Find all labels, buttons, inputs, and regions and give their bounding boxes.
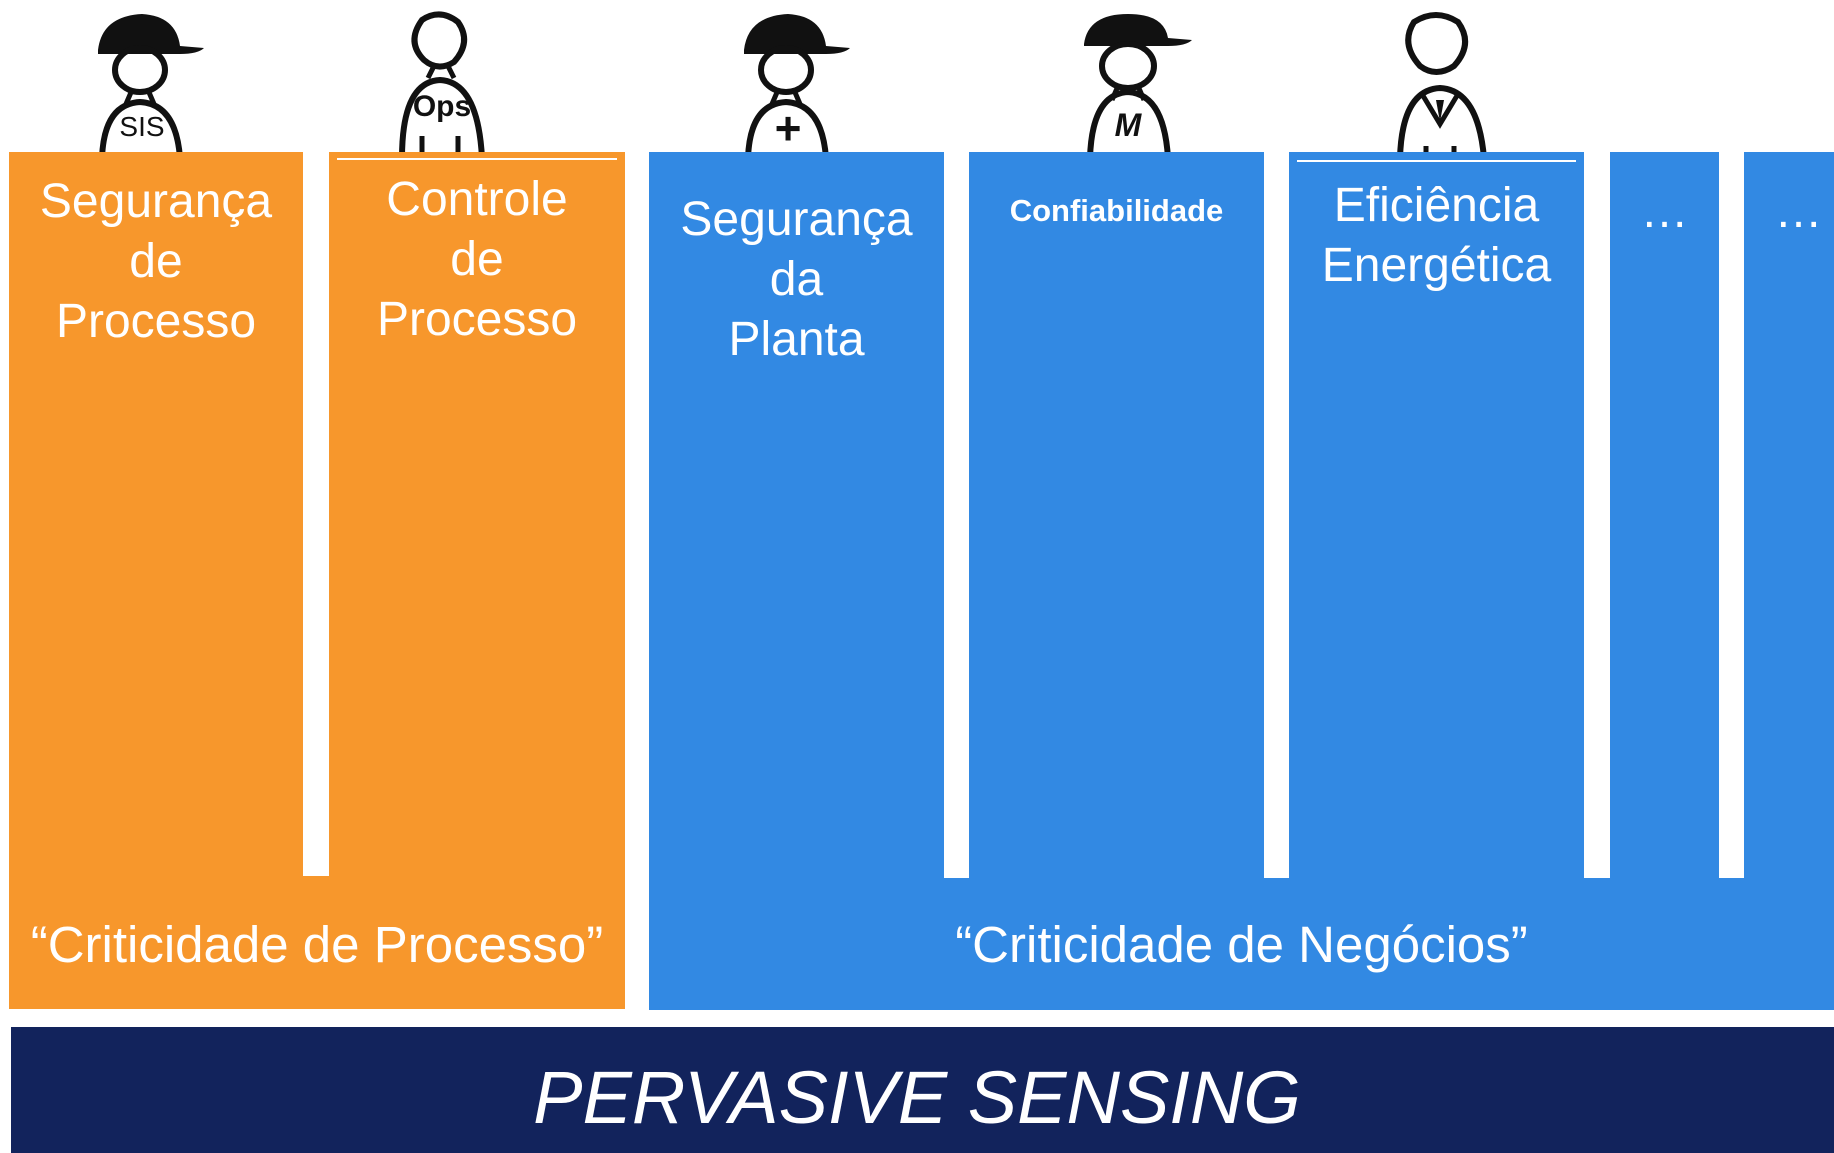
process-safety-engineer-icon: SIS xyxy=(92,8,212,159)
column-title: Segurança de Processo xyxy=(39,175,273,348)
column-plant-safety: Segurança da Planta xyxy=(649,152,944,852)
column-more-2: … xyxy=(1744,152,1834,852)
column-gap xyxy=(1719,152,1744,878)
operations-engineer-icon: Ops xyxy=(392,8,512,159)
figure-badge: Ops xyxy=(413,90,471,123)
column-more-1: … xyxy=(1610,152,1719,852)
column-process-safety: Segurança de Processo xyxy=(9,152,303,852)
column-title: … xyxy=(1640,185,1689,238)
figure-badge: + xyxy=(775,102,802,154)
column-gap xyxy=(944,152,969,878)
plant-safety-engineer-icon: + xyxy=(738,8,858,159)
column-gap xyxy=(1264,152,1289,878)
column-title: Eficiência Energética xyxy=(1321,179,1552,292)
column-gap xyxy=(303,152,329,876)
figure-badge: SIS xyxy=(119,111,164,142)
column-title: Segurança da Planta xyxy=(680,193,913,366)
column-title: Confiabilidade xyxy=(1009,193,1224,228)
energy-engineer-icon xyxy=(1392,8,1512,159)
figure-badge: M xyxy=(1115,107,1143,143)
process-criticality-label: “Criticidade de Processo” xyxy=(30,916,604,973)
banner-title: PERVASIVE SENSING xyxy=(533,1056,1301,1139)
business-criticality-block xyxy=(649,152,1834,1010)
column-energy-efficiency: Eficiência Energética xyxy=(1289,152,1584,852)
column-reliability: Confiabilidade xyxy=(969,152,1264,852)
pervasive-sensing-banner xyxy=(11,1027,1834,1153)
column-title: … xyxy=(1774,185,1823,238)
maintenance-engineer-icon: M xyxy=(1080,8,1200,159)
divider-line xyxy=(337,158,617,160)
divider-line xyxy=(1297,160,1576,162)
column-title: Controle de Processo xyxy=(376,173,578,346)
column-process-control: Controle de Processo xyxy=(329,152,625,852)
column-gap xyxy=(1584,152,1610,878)
business-criticality-label: “Criticidade de Negócios” xyxy=(955,916,1528,973)
